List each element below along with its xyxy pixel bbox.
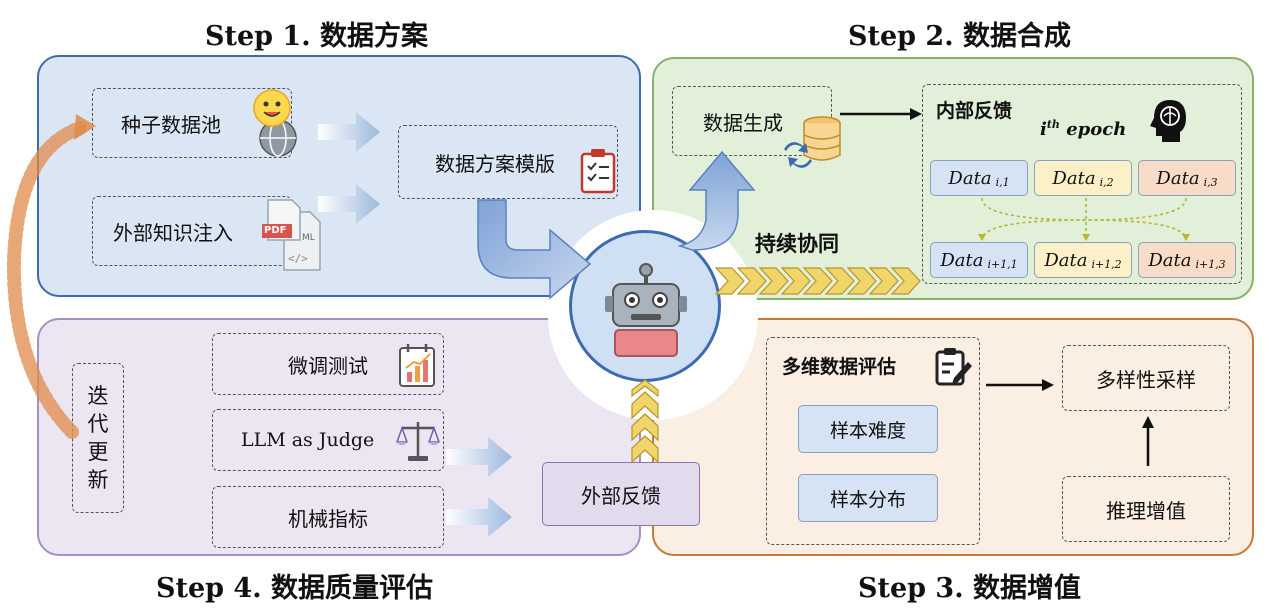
knowledge-to-template-arrow bbox=[318, 184, 380, 224]
epoch-word: epoch bbox=[1066, 119, 1127, 140]
svg-text:</>: </> bbox=[288, 252, 308, 265]
pdf-label: PDF bbox=[264, 225, 287, 236]
finetune-box: 微调测试 bbox=[212, 333, 444, 395]
data-word: Data bbox=[1044, 249, 1088, 271]
generation-to-feedback-arrow bbox=[840, 108, 922, 120]
template-to-robot-arrow bbox=[477, 199, 592, 300]
data-word: Data bbox=[1148, 249, 1192, 271]
distribution-label: 样本分布 bbox=[829, 488, 906, 511]
collaboration-chevrons bbox=[714, 267, 921, 295]
hugging-globe-icon bbox=[253, 89, 297, 157]
seed-pool-label: 种子数据池 bbox=[121, 112, 221, 137]
llm-judge-box: LLM as Judge bbox=[212, 409, 444, 471]
judge-to-feedback-arrow bbox=[446, 437, 512, 477]
template-box: 数据方案模版 bbox=[398, 125, 618, 199]
robot-to-generation-arrow bbox=[677, 150, 756, 251]
generation-box: 数据生成 bbox=[672, 86, 832, 156]
metrics-label: 机械指标 bbox=[288, 506, 368, 531]
step1-title: Step 1. 数据方案 bbox=[205, 21, 429, 52]
data-word: Data bbox=[940, 249, 984, 271]
iteration-loop-arrow bbox=[6, 114, 96, 439]
metrics-box: 机械指标 bbox=[212, 486, 444, 548]
step2-title: Step 2. 数据合成 bbox=[848, 21, 1072, 52]
seed-pool-box: 种子数据池 bbox=[92, 88, 292, 158]
svg-text:ML: ML bbox=[302, 233, 315, 243]
epoch-i: i bbox=[1040, 119, 1047, 140]
scale-icon bbox=[395, 422, 441, 461]
generation-label: 数据生成 bbox=[703, 110, 783, 135]
seed-to-template-arrow bbox=[318, 112, 380, 152]
iterate-char: 新 bbox=[87, 468, 109, 492]
chart-icon bbox=[399, 344, 435, 387]
data-sub: i+1,2 bbox=[1091, 257, 1122, 271]
epoch-mixing-arrows bbox=[978, 197, 1190, 241]
step4-panel bbox=[37, 318, 641, 556]
metrics-to-feedback-arrow bbox=[446, 497, 512, 537]
feedback-chevrons bbox=[631, 379, 659, 464]
difficulty-label: 样本难度 bbox=[829, 419, 906, 442]
data-sub: i,3 bbox=[1203, 175, 1218, 189]
external-feedback-box: 外部反馈 bbox=[542, 462, 700, 526]
continuous-label: 持续协同 bbox=[755, 232, 839, 256]
multi-eval-title: 多维数据评估 bbox=[782, 356, 897, 378]
step3-title: Step 3. 数据增值 bbox=[858, 573, 1082, 604]
llm-judge-label: LLM as Judge bbox=[241, 429, 375, 451]
brain-head-icon bbox=[1150, 100, 1186, 142]
internal-feedback-box bbox=[922, 84, 1242, 284]
distribution-box: 样本分布 bbox=[798, 474, 938, 522]
data-word: Data bbox=[1052, 167, 1096, 189]
clipboard-icon bbox=[580, 149, 616, 194]
data-sub: i,2 bbox=[1099, 175, 1114, 189]
pdf-file-icon: ML </> bbox=[262, 199, 321, 271]
template-label: 数据方案模版 bbox=[435, 151, 555, 176]
data-sub: i,1 bbox=[995, 175, 1010, 189]
reasoning-label: 推理增值 bbox=[1106, 498, 1186, 523]
database-icon bbox=[784, 116, 841, 168]
step4-title: Step 4. 数据质量评估 bbox=[156, 573, 434, 604]
finetune-label: 微调测试 bbox=[288, 353, 368, 378]
diversity-label: 多样性采样 bbox=[1096, 367, 1196, 392]
data-word: Data bbox=[1156, 167, 1200, 189]
reasoning-to-diversity-arrow bbox=[1142, 416, 1154, 466]
data-sub: i+1,1 bbox=[987, 257, 1018, 271]
external-knowledge-label: 外部知识注入 bbox=[113, 220, 233, 245]
external-feedback-label: 外部反馈 bbox=[581, 483, 661, 508]
epoch-sup: th bbox=[1046, 118, 1060, 131]
robot-icon bbox=[605, 263, 687, 357]
iterate-char: 代 bbox=[87, 412, 109, 436]
epoch-label: ith epoch bbox=[1040, 118, 1126, 140]
diversity-box: 多样性采样 bbox=[1062, 345, 1230, 411]
difficulty-box: 样本难度 bbox=[798, 405, 938, 453]
multi-eval-box bbox=[766, 337, 980, 545]
reasoning-box: 推理增值 bbox=[1062, 476, 1230, 542]
internal-feedback-title: 内部反馈 bbox=[936, 100, 1013, 122]
iterate-char: 更 bbox=[87, 440, 109, 464]
data-sub: i+1,3 bbox=[1195, 257, 1226, 271]
iterate-char: 迭 bbox=[87, 384, 109, 408]
edit-doc-icon bbox=[935, 348, 972, 386]
eval-to-diversity-arrow bbox=[986, 379, 1054, 391]
data-word: Data bbox=[948, 167, 992, 189]
